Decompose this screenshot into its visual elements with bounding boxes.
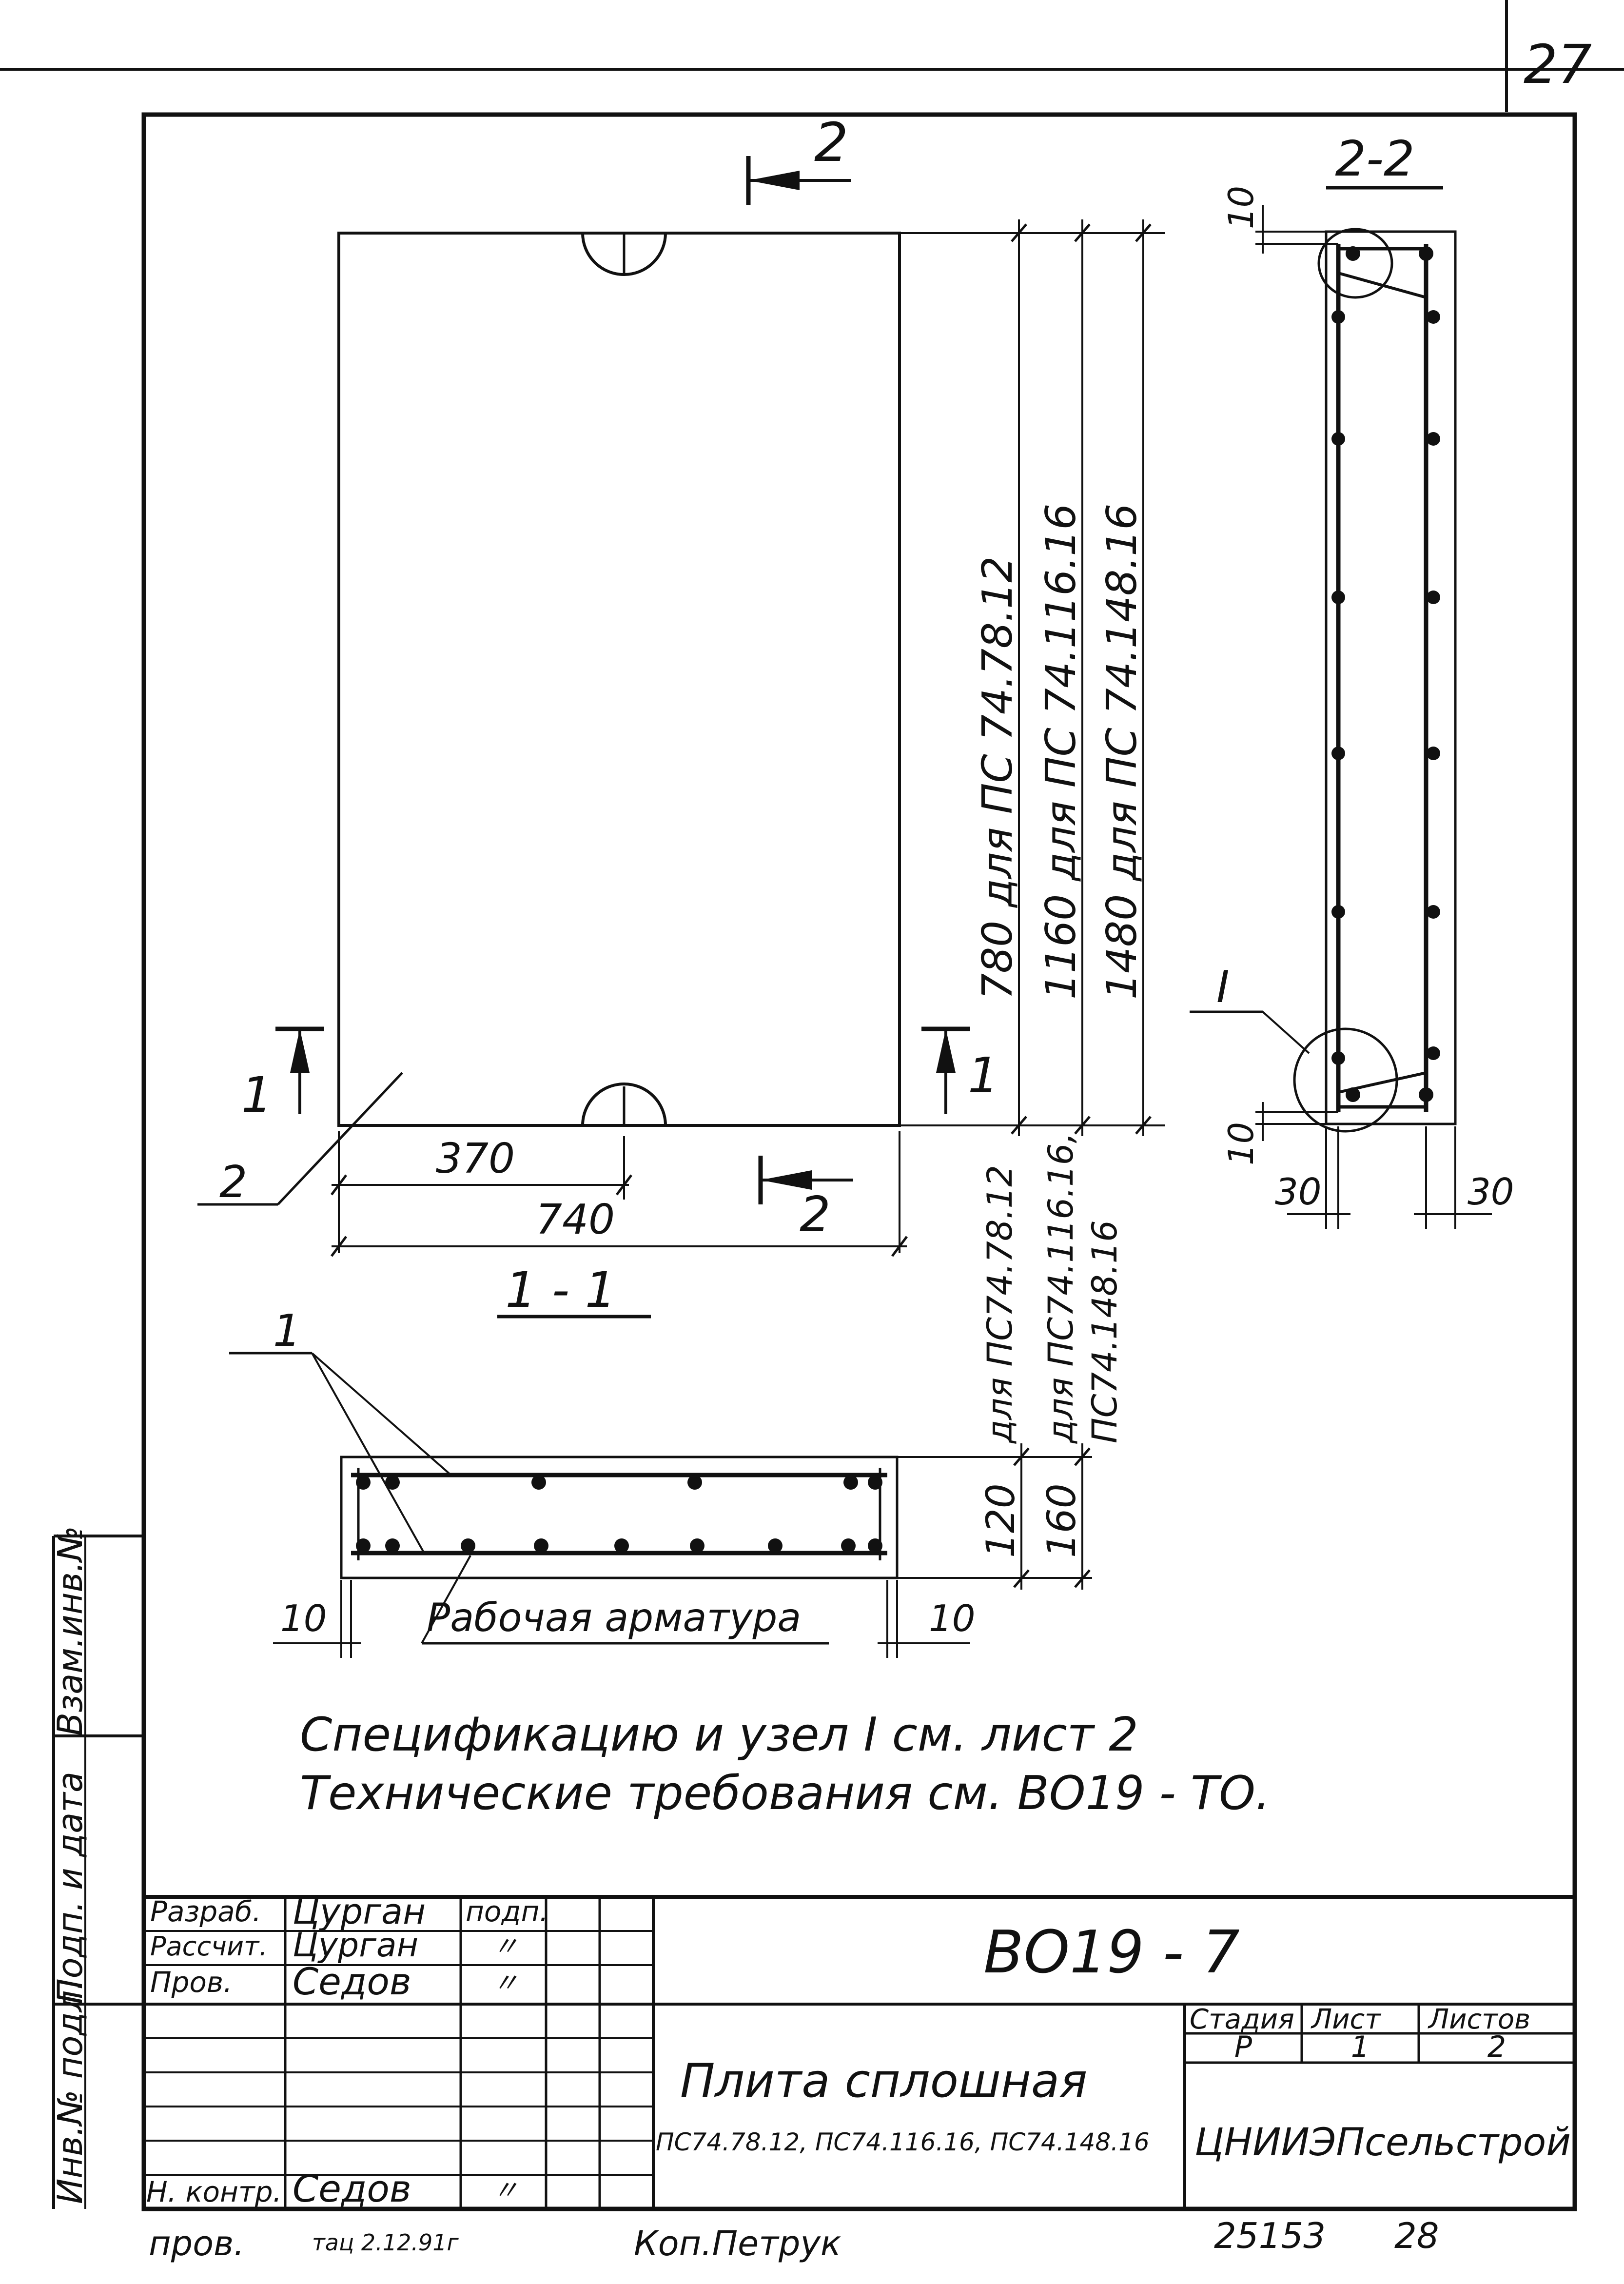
rebar-points (356, 1475, 882, 1553)
row-role-1: Разраб. (150, 1895, 261, 1928)
note-2: Технические требования см. ВО19 - ТО. (300, 1767, 1270, 1820)
slab-outline (337, 232, 901, 1127)
section-mark-1-left: 1 (241, 1066, 273, 1123)
section-mark-2-top: 2 (814, 111, 848, 174)
row-sign-1: подп. (466, 1895, 548, 1928)
sheet-label: Лист (1311, 2004, 1381, 2035)
dim-120: 120 (978, 1483, 1023, 1558)
section-2-2-rebar-points (1331, 246, 1440, 1102)
title-block: Разраб. Цурган подп. Рассчит. Цурган 〃 П… (144, 1891, 1575, 2210)
dim-160: 160 (1039, 1483, 1084, 1558)
for-ps-116-16: для ПС74.116.16, (1041, 1132, 1081, 1444)
dim-height-116-16: 1160 для ПС 74.116.16 (1037, 504, 1085, 1000)
notes: Спецификацию и узел I см. лист 2 Техниче… (300, 1708, 1270, 1820)
stage-label: Стадия (1190, 2004, 1294, 2035)
sheet-frame (141, 112, 1577, 2211)
footer-checked: пров. (149, 2224, 245, 2264)
row-name-4: Седов (293, 2167, 411, 2210)
section-2-2: 2-2 I 10 10 (1190, 130, 1514, 1229)
row-role-2: Рассчит. (150, 1931, 268, 1962)
dim-30-right: 30 (1467, 1170, 1514, 1213)
product-name: Плита сплошная (680, 2054, 1087, 2108)
dim-height-78-12: 780 для ПС 74.78.12 (974, 556, 1022, 1000)
section-mark-1-right: 1 (968, 1047, 999, 1104)
lifting-loop-top (581, 233, 667, 276)
footer-checked-sign: тац 2.12.91г (312, 2229, 459, 2256)
section-1-1-outline (340, 1456, 899, 1579)
row-name-2: Цурган (293, 1926, 418, 1965)
row-name-1: Цурган (293, 1891, 426, 1932)
stamp-inv: Инв.№ подл. (50, 1979, 90, 2204)
dim-10-left: 10 (280, 1597, 327, 1640)
designation: ВО19 - 7 (983, 1919, 1239, 1987)
dim-10-top: 10 (1221, 186, 1261, 229)
footer-format: 28 (1394, 2215, 1439, 2256)
stamp-vzam: Взам.инв.№ (50, 1526, 90, 1736)
footer: пров. тац 2.12.91г Коп.Петрук 25153 28 (149, 2215, 1439, 2264)
node-I-circle (1293, 1027, 1398, 1133)
sheet-number: 27 (1524, 33, 1592, 96)
footer-order: 25153 (1214, 2215, 1326, 2256)
note-1: Спецификацию и узел I см. лист 2 (300, 1708, 1138, 1762)
row-role-3: Пров. (150, 1966, 233, 1999)
sheets-value: 2 (1487, 2030, 1506, 2064)
section-mark-2-bottom: 2 (800, 1186, 831, 1243)
section-1-1-title: 1 - 1 (506, 1261, 616, 1319)
section-1-1: 1 - 1 1 Рабочая арматура 10 (229, 1132, 1125, 1658)
row-sign-4: 〃 (492, 2175, 519, 2205)
rebar-label: Рабочая арматура (427, 1595, 801, 1640)
for-ps-148-16: ПС74.148.16 (1085, 1220, 1125, 1443)
dim-370: 370 (436, 1135, 515, 1183)
position-1-label: 1 (273, 1305, 301, 1357)
dim-10-bottom: 10 (1221, 1122, 1261, 1165)
row-sign-2: 〃 (492, 1931, 519, 1962)
side-stamp: Взам.инв.№ Подп. и дата Инв.№ подл. (50, 1526, 146, 2209)
footer-copy: Коп.Петрук (634, 2224, 841, 2264)
section-2-2-outline (1325, 230, 1457, 1125)
stage-value: Р (1234, 2030, 1252, 2064)
slab-plan: 2 2 1 1 2 370 740 (197, 111, 1165, 1257)
row-name-3: Седов (293, 1960, 411, 2003)
dim-740: 740 (536, 1196, 615, 1244)
lifting-loop-bottom (581, 1083, 667, 1126)
dim-30-left: 30 (1275, 1170, 1321, 1213)
section-2-2-title: 2-2 (1335, 130, 1414, 187)
dim-10-right: 10 (929, 1597, 975, 1640)
node-I-label: I (1216, 962, 1230, 1013)
for-ps-78-12: для ПС74.78.12 (980, 1165, 1020, 1444)
row-role-4: Н. контр. (146, 2175, 282, 2208)
sheets-label: Листов (1428, 2004, 1530, 2035)
position-2-label: 2 (219, 1157, 247, 1208)
row-sign-3: 〃 (492, 1968, 519, 1998)
product-models: ПС74.78.12, ПС74.116.16, ПС74.148.16 (656, 2128, 1150, 2156)
stamp-podp: Подп. и дата (50, 1772, 90, 2004)
organization: ЦНИИЭПсельстрой (1194, 2121, 1571, 2165)
dim-height-148-16: 1480 для ПС 74.148.16 (1098, 504, 1146, 1000)
sheet-value: 1 (1351, 2030, 1370, 2064)
